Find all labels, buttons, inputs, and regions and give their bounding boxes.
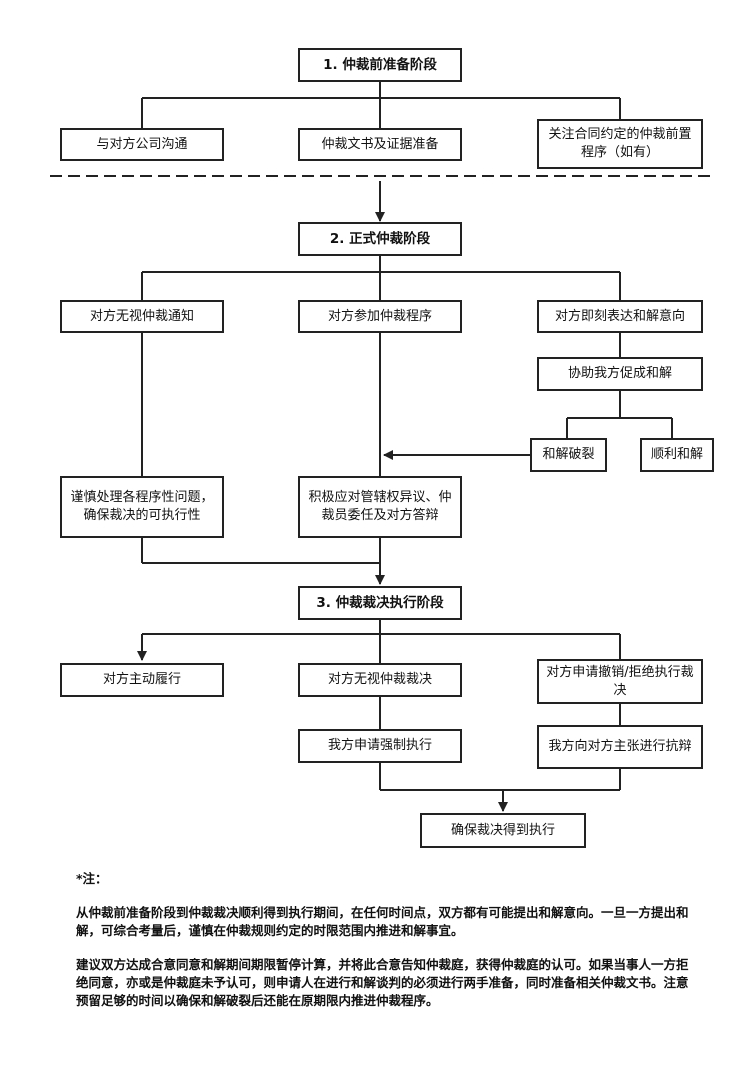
settle-fail-box: 和解破裂 <box>530 438 607 472</box>
communicate-box: 与对方公司沟通 <box>60 128 224 161</box>
notes-title: *注： <box>76 871 108 886</box>
stage1-title: 1. 仲裁前准备阶段 <box>298 48 462 82</box>
pre-procedure-box: 关注合同约定的仲裁前置程序（如有） <box>537 119 703 169</box>
stage2-title: 2. 正式仲裁阶段 <box>298 222 462 256</box>
assist-settle-box: 协助我方促成和解 <box>537 357 703 391</box>
notes-paragraph-1: 从仲裁前准备阶段到仲裁裁决顺利得到执行期间，在任何时间点，双方都有可能提出和解意… <box>76 905 689 938</box>
ignore-award-box: 对方无视仲裁裁决 <box>298 663 462 697</box>
notes-paragraph-2: 建议双方达成合意同意和解期间期限暂停计算，并将此合意告知仲裁庭，获得仲裁庭的认可… <box>76 957 689 1008</box>
ignore-notice-box: 对方无视仲裁通知 <box>60 300 224 333</box>
ensure-box: 确保裁决得到执行 <box>420 813 586 848</box>
respond-box: 积极应对管辖权异议、仲裁员委任及对方答辩 <box>298 476 462 538</box>
comply-box: 对方主动履行 <box>60 663 224 697</box>
prepare-docs-box: 仲裁文书及证据准备 <box>298 128 462 161</box>
careful-handle-box: 谨慎处理各程序性问题，确保裁决的可执行性 <box>60 476 224 538</box>
revoke-box: 对方申请撤销/拒绝执行裁决 <box>537 659 703 704</box>
stage3-title: 3. 仲裁裁决执行阶段 <box>298 586 462 620</box>
settle-intent-box: 对方即刻表达和解意向 <box>537 300 703 333</box>
join-procedure-box: 对方参加仲裁程序 <box>298 300 462 333</box>
counter-box: 我方向对方主张进行抗辩 <box>537 725 703 769</box>
settle-ok-box: 顺利和解 <box>640 438 714 472</box>
enforce-box: 我方申请强制执行 <box>298 729 462 763</box>
notes-section: *注： 从仲裁前准备阶段到仲裁裁决顺利得到执行期间，在任何时间点，双方都有可能提… <box>76 870 696 1010</box>
